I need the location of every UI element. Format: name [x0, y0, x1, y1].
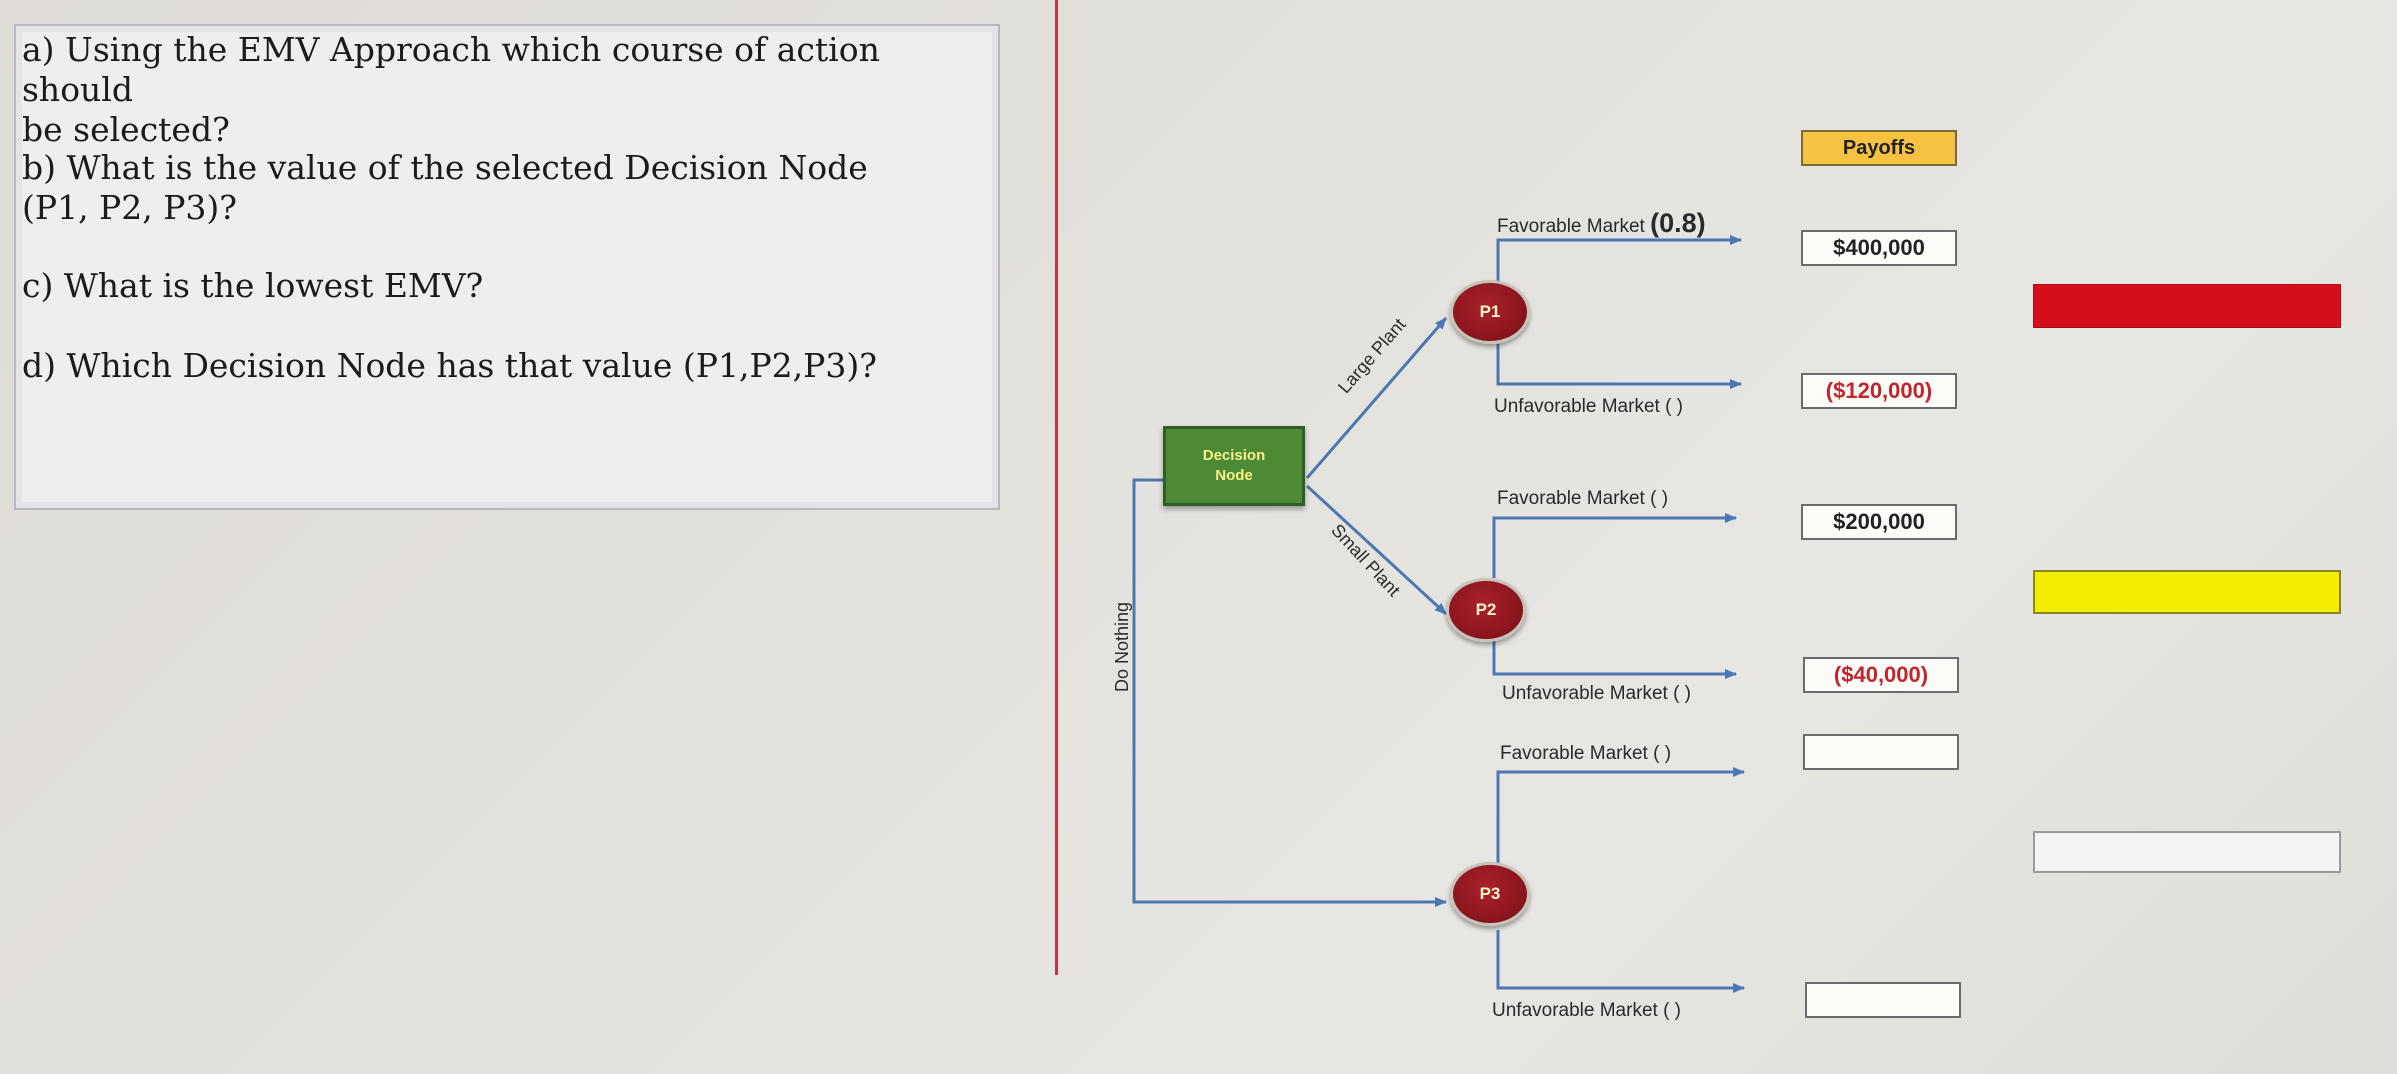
branch-large-plant — [1305, 317, 1448, 479]
question-a: a) Using the EMV Approach which course o… — [22, 30, 880, 149]
p2-unfavorable-label: Unfavorable Market ( ) — [1502, 683, 1692, 704]
branch-do-nothing — [1132, 478, 1447, 907]
p1-unfavorable-label: Unfavorable Market ( ) — [1494, 396, 1684, 417]
payoff-p1-unfavorable: ($120,000) — [1801, 373, 1957, 409]
p1-unfavorable-line — [1496, 344, 1742, 389]
p2-unfavorable-line — [1492, 638, 1737, 679]
payoffs-header: Payoffs — [1801, 130, 1957, 166]
question-d: d) Which Decision Node has that value (P… — [22, 346, 877, 385]
p3-unfavorable-line — [1496, 930, 1745, 993]
question-c: c) What is the lowest EMV? — [22, 266, 484, 305]
p1-favorable-line — [1496, 235, 1742, 284]
chance-node-p3: P3 — [1450, 862, 1530, 926]
divider-line — [1055, 0, 1058, 975]
chance-node-p1: P1 — [1450, 280, 1530, 344]
emv-bar-p1 — [2033, 284, 2341, 328]
emv-bar-p3 — [2033, 831, 2341, 873]
payoff-p1-favorable: $400,000 — [1801, 230, 1957, 266]
p1-favorable-probability: (0.8) — [1650, 208, 1706, 238]
payoff-p2-favorable: $200,000 — [1801, 504, 1957, 540]
question-panel: a) Using the EMV Approach which course o… — [14, 24, 1000, 510]
p1-favorable-label: Favorable Market (0.8) — [1497, 208, 1706, 238]
p2-favorable-line — [1492, 513, 1737, 578]
emv-bar-p2 — [2033, 570, 2341, 614]
p3-favorable-line — [1496, 767, 1745, 870]
payoff-p3-favorable — [1803, 734, 1959, 770]
p3-unfavorable-label: Unfavorable Market ( ) — [1492, 1000, 1682, 1021]
decision-node: Decision Node — [1163, 426, 1305, 506]
payoff-p2-unfavorable: ($40,000) — [1803, 657, 1959, 693]
p2-favorable-label: Favorable Market ( ) — [1497, 488, 1669, 509]
chance-node-p2: P2 — [1446, 578, 1526, 642]
do-nothing-label: Do Nothing — [1112, 601, 1132, 692]
payoff-p3-unfavorable — [1805, 982, 1961, 1018]
branch-small-plant — [1305, 484, 1448, 616]
question-b: b) What is the value of the selected Dec… — [22, 148, 868, 227]
p3-favorable-label: Favorable Market ( ) — [1500, 743, 1672, 764]
